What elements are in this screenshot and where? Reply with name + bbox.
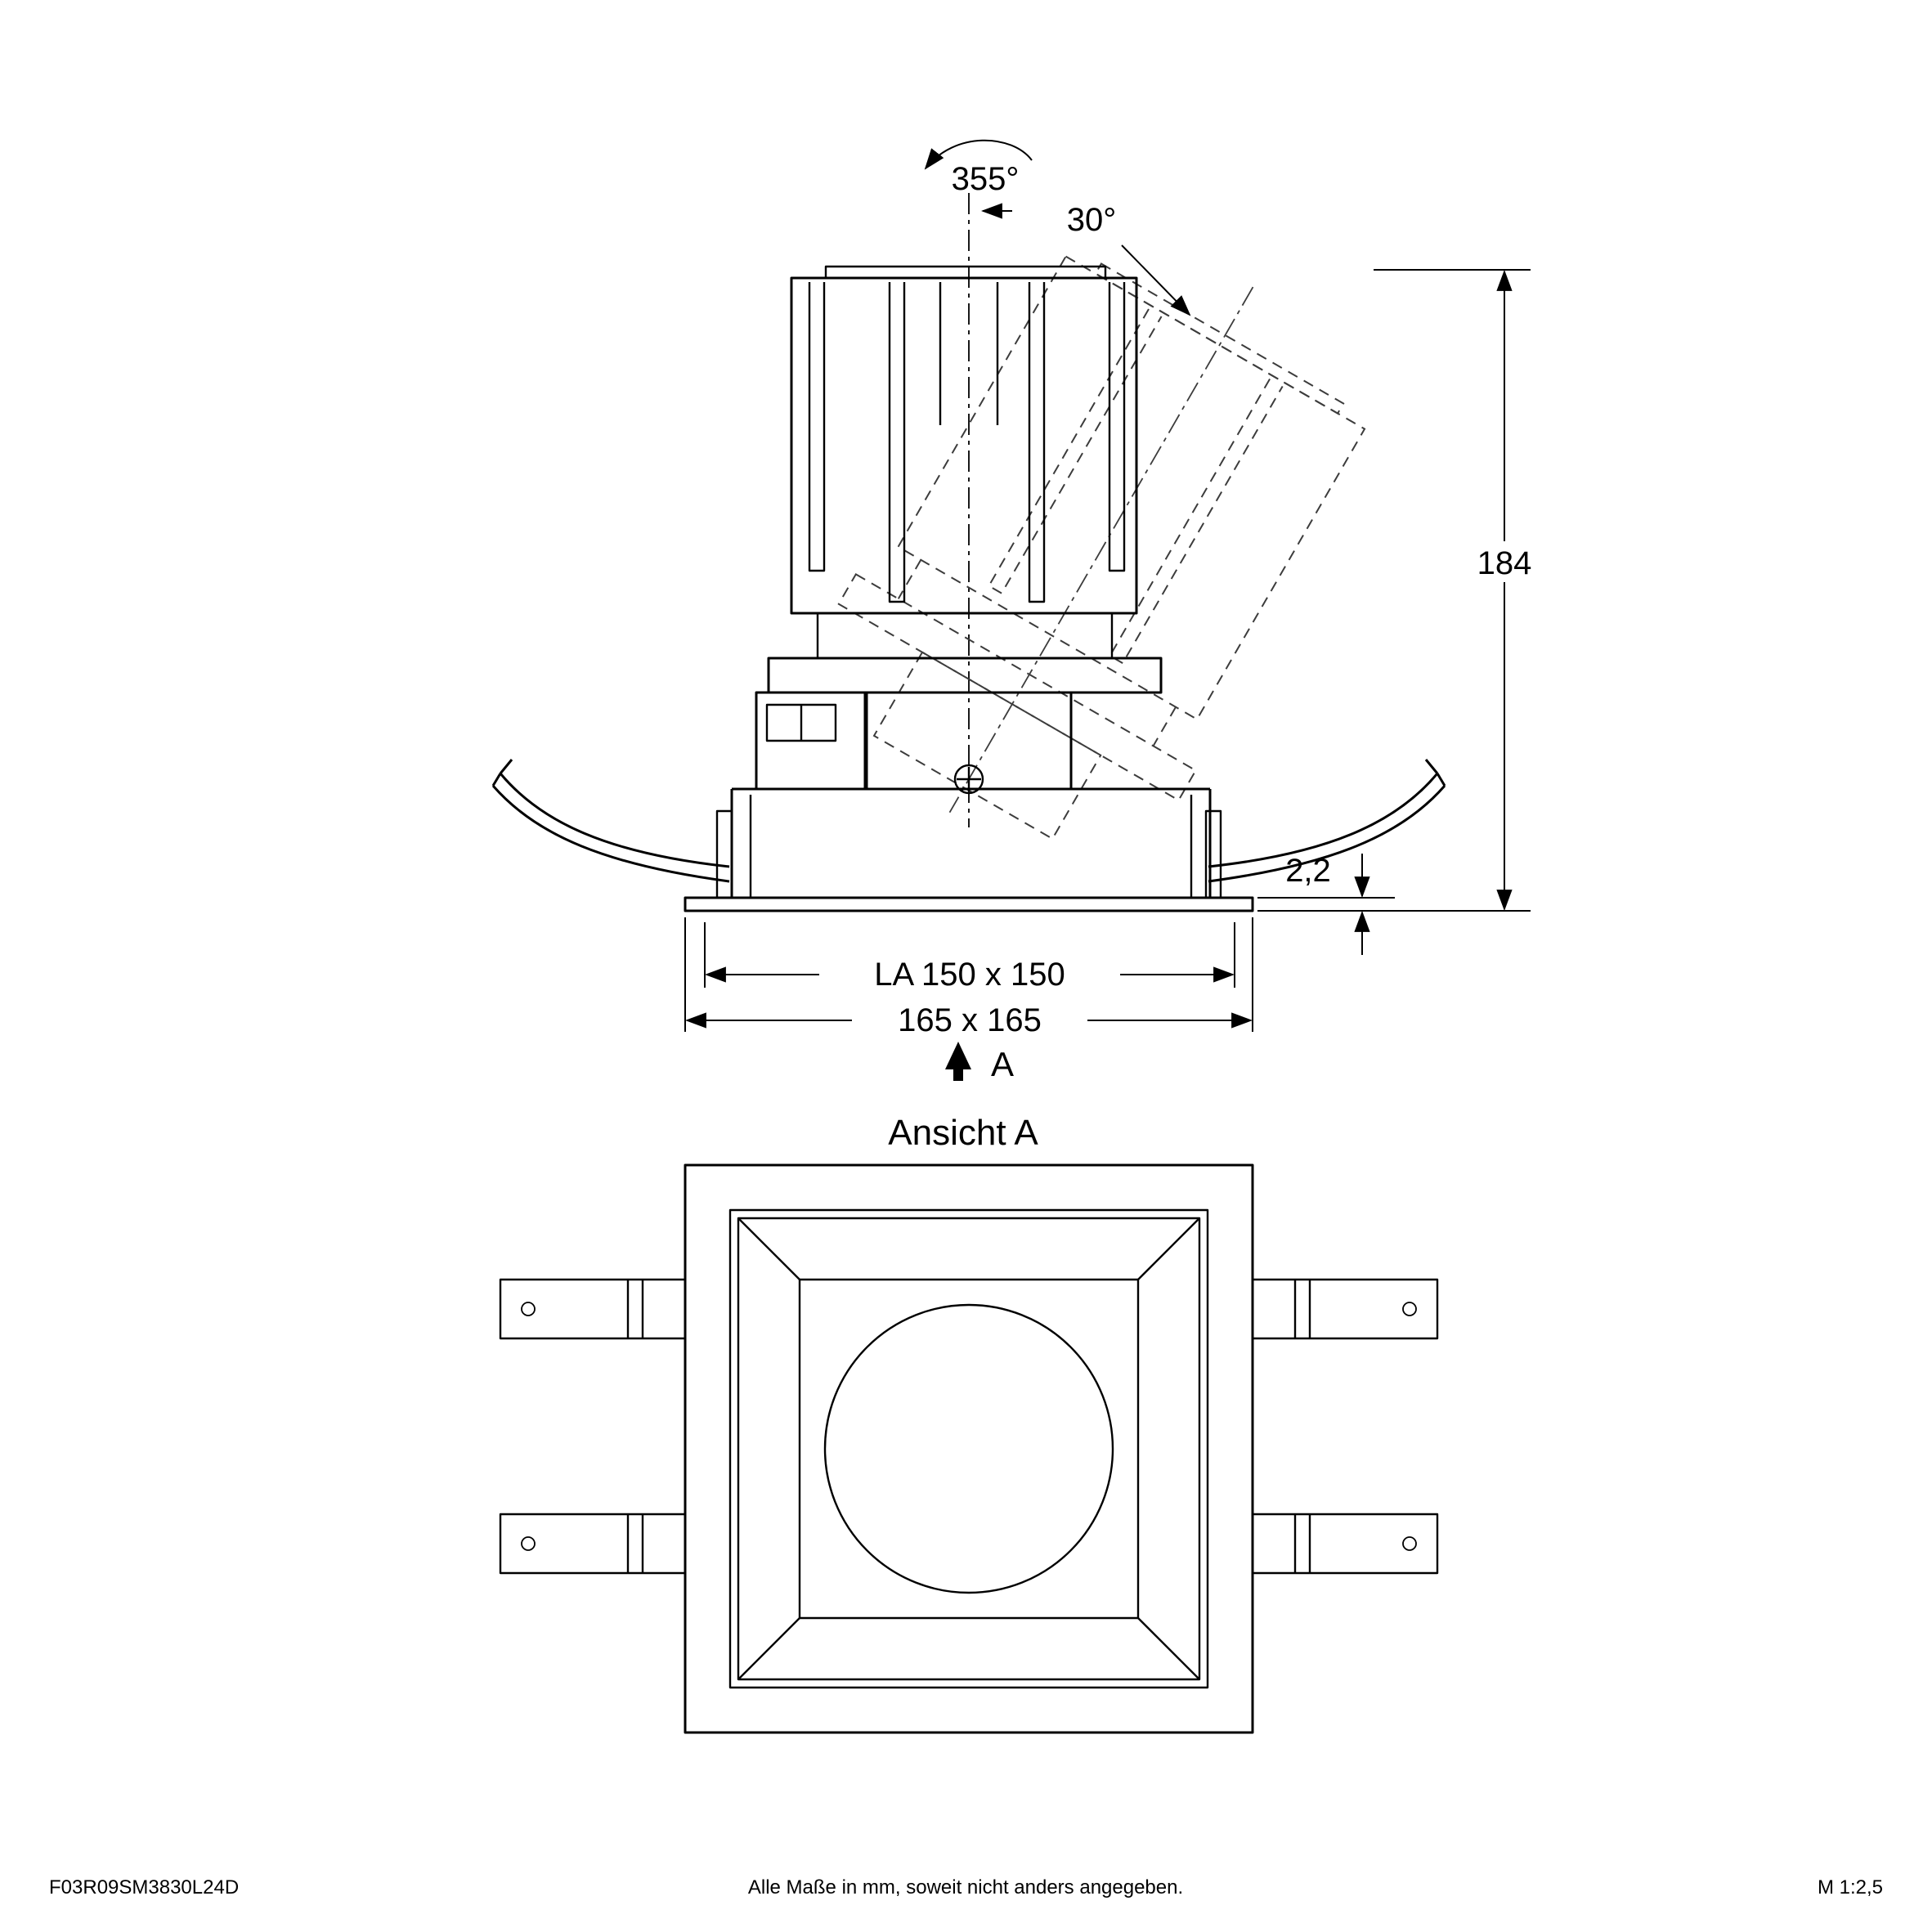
tilted-position-ghost xyxy=(837,255,1366,840)
screw-hole-icon xyxy=(521,1302,536,1316)
lens-circle xyxy=(823,1303,1114,1594)
dimension-note: Alle Maße in mm, soweit nicht anders ang… xyxy=(748,1876,1183,1898)
heatsink-body xyxy=(790,276,1138,615)
front-outer-frame xyxy=(684,1163,1254,1734)
trim-flange xyxy=(684,896,1254,912)
height-dimension-label: 184 xyxy=(1477,545,1532,581)
thickness-dimension-label: 2,2 xyxy=(1285,853,1331,889)
footer: F03R09SM3830L24D Alle Maße in mm, soweit… xyxy=(49,1876,1883,1898)
mounting-bracket-bottom-left xyxy=(499,1513,687,1575)
front-bezel-outer xyxy=(728,1208,1209,1689)
article-number: F03R09SM3830L24D xyxy=(49,1876,239,1898)
reflector-corner-line xyxy=(1137,1617,1200,1680)
fin-slot xyxy=(1108,282,1126,572)
fin-slot xyxy=(808,282,826,572)
side-view xyxy=(491,139,1446,912)
pivot-screw-icon xyxy=(953,764,984,795)
view-arrow-label: A xyxy=(991,1045,1014,1083)
mounting-bracket-bottom-right xyxy=(1251,1513,1439,1575)
tilt-angle-label: 30° xyxy=(1067,202,1117,238)
ghost-mount-plate xyxy=(837,572,1197,802)
cutout-dimension-label: LA 150 x 150 xyxy=(874,957,1065,993)
fin-slot xyxy=(888,282,906,603)
front-view: Ansicht A xyxy=(499,1113,1439,1734)
overall-dimension-label: 165 x 165 xyxy=(898,1002,1042,1038)
dimensions: 355° 30° 184 2,2 LA 150 x 150 165 x 165 … xyxy=(684,161,1557,1083)
ghost-pivot-housing xyxy=(872,651,1102,840)
ghost-heatsink-cap xyxy=(1094,262,1345,415)
label-background xyxy=(852,999,1087,1040)
tilt-leader-arrow xyxy=(1121,244,1191,316)
front-bezel-inner xyxy=(737,1217,1201,1681)
screw-hole-icon xyxy=(1402,1536,1417,1551)
ghost-neck-line xyxy=(897,559,922,599)
rotation-angle-label: 355° xyxy=(952,161,1020,197)
screw-hole-icon xyxy=(1402,1302,1417,1316)
spring-clip-left xyxy=(491,759,730,883)
label-background xyxy=(1452,541,1557,582)
mounting-bracket-top-right xyxy=(1251,1278,1439,1340)
mount-plate xyxy=(767,657,1163,694)
tilted-centerline xyxy=(948,286,1254,814)
fin-slot xyxy=(1028,282,1046,603)
mounting-bracket-top-left xyxy=(499,1278,687,1340)
clip-foot xyxy=(1204,809,1222,899)
heatsink-cap xyxy=(824,265,1107,280)
rotation-arc-arrow xyxy=(924,139,1033,170)
front-reflector-square xyxy=(798,1278,1140,1620)
ghost-fin-slot xyxy=(1109,378,1284,665)
reflector-corner-line xyxy=(737,1217,800,1280)
view-direction-arrow-icon xyxy=(945,1042,971,1069)
label-background xyxy=(819,953,1120,994)
spring-clip-right xyxy=(1208,759,1446,883)
ghost-neck-line xyxy=(1152,706,1177,746)
view-title: Ansicht A xyxy=(888,1113,1038,1153)
scale-label: M 1:2,5 xyxy=(1818,1876,1883,1898)
screw-hole-icon xyxy=(521,1536,536,1551)
ghost-fin-slot xyxy=(988,308,1163,594)
ghost-heatsink-body xyxy=(897,255,1366,721)
reflector-corner-line xyxy=(1137,1217,1200,1280)
reflector-corner-line xyxy=(737,1617,800,1680)
clip-foot xyxy=(715,809,733,899)
view-direction-arrow-stem xyxy=(953,1069,963,1081)
